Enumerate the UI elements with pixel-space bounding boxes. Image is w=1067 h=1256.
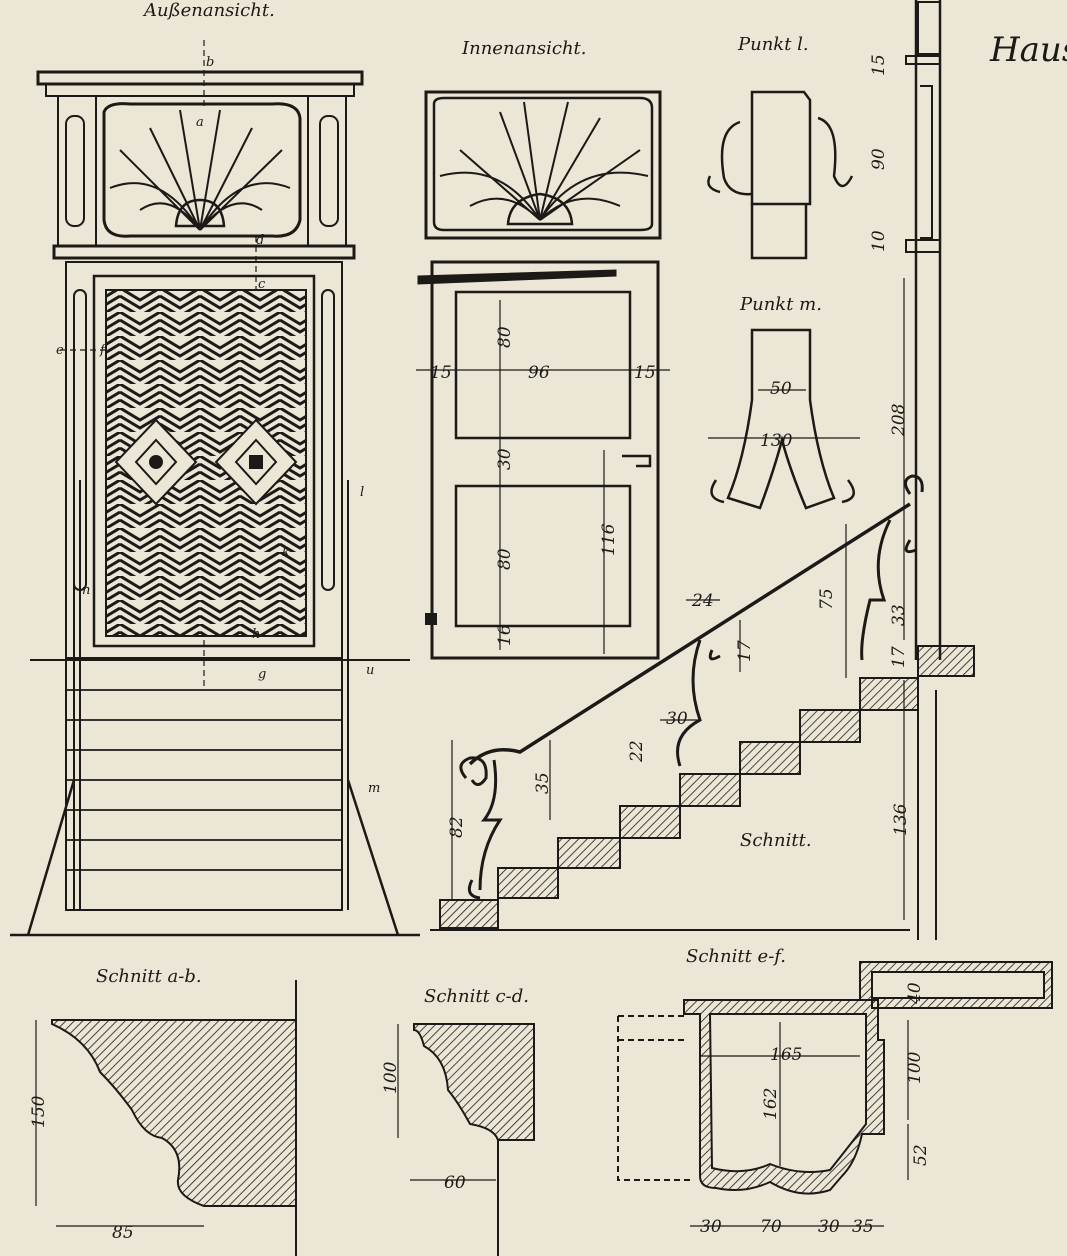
dim-mid-width: 30 <box>666 709 688 729</box>
exterior-view <box>10 40 420 937</box>
title-punkt-m: Punkt m. <box>740 294 822 315</box>
dim-ab-width: 85 <box>112 1223 134 1243</box>
title-haus: Haus <box>990 30 1067 70</box>
dim-inner-width: 96 <box>528 363 550 383</box>
door-letter-d: d <box>256 233 264 248</box>
profile-a-b <box>35 980 297 1256</box>
dim-wall-stair: 136 <box>891 803 911 836</box>
dim-ef-width-inner: 165 <box>770 1045 802 1065</box>
dim-right-height: 75 <box>817 588 837 610</box>
interior-view <box>416 90 670 660</box>
door-letter-b: b <box>206 55 214 70</box>
dim-wall-sill: 10 <box>869 230 889 252</box>
dim-ef-top: 40 <box>905 982 925 1005</box>
profile-c-d <box>397 1023 535 1256</box>
dim-mid-right: 17 <box>735 640 755 662</box>
dim-cd-height: 100 <box>381 1061 401 1094</box>
door-letter-a: a <box>196 115 204 130</box>
dim-mid-left: 22 <box>627 740 647 763</box>
dim-ef-bottom-1: 30 <box>700 1217 722 1237</box>
door-letter-n: n <box>82 583 90 598</box>
dim-handle-height: 116 <box>599 523 619 556</box>
dim-middle: 30 <box>495 448 515 470</box>
door-letter-f: f <box>99 343 107 358</box>
door-letter-l: l <box>360 485 364 500</box>
dim-left-height: 82 <box>447 816 467 838</box>
stair-section <box>430 0 975 940</box>
dim-wall-fanlight: 90 <box>869 148 889 170</box>
dim-ab-height: 150 <box>29 1095 49 1128</box>
door-letter-c: c <box>258 277 266 292</box>
dim-punkt-m-outer: 130 <box>760 431 793 451</box>
dim-wall-door: 208 <box>889 403 909 437</box>
detail-punkt-l <box>707 90 854 260</box>
door-letter-e: e <box>56 343 64 358</box>
title-punkt-l: Punkt l. <box>738 34 809 55</box>
dim-inner-side-right: 15 <box>634 363 656 383</box>
dim-ef-right-lower: 52 <box>911 1144 931 1166</box>
dim-inner-side-left: 15 <box>430 363 452 383</box>
dim-left-scroll: 35 <box>533 772 553 794</box>
title-schnitt-ef: Schnitt e-f. <box>686 946 787 967</box>
dim-wall-top: 15 <box>869 54 889 76</box>
door-letter-u: u <box>366 663 374 678</box>
dim-right-bottom: 17 <box>889 646 909 668</box>
dim-right-small: 33 <box>889 604 909 626</box>
dim-upper-panel: 80 <box>495 326 515 348</box>
profile-e-f <box>617 961 1053 1227</box>
title-schnitt-ab: Schnitt a-b. <box>96 966 202 987</box>
title-schnitt: Schnitt. <box>740 830 812 851</box>
dim-ef-right-upper: 100 <box>905 1051 925 1084</box>
title-schnitt-cd: Schnitt c-d. <box>424 986 529 1007</box>
dim-ef-bottom-2: 70 <box>760 1217 782 1237</box>
door-letter-g: g <box>258 667 266 682</box>
dim-bottom: 16 <box>495 624 515 646</box>
detail-punkt-m <box>708 328 860 510</box>
title-aussenansicht: Außenansicht. <box>144 0 275 21</box>
dim-ef-height-inner: 162 <box>761 1088 781 1120</box>
door-letter-k: k <box>282 545 290 560</box>
dim-lower-panel: 80 <box>495 548 515 570</box>
dim-mid-top: 24 <box>691 591 714 611</box>
dim-ef-bottom-3: 30 <box>818 1217 840 1237</box>
dim-ef-bottom-4: 35 <box>852 1217 874 1237</box>
door-letter-m: m <box>368 781 380 796</box>
dim-cd-width: 60 <box>444 1173 466 1193</box>
dim-punkt-m-inner: 50 <box>770 379 792 399</box>
door-letter-h: h <box>252 627 260 642</box>
title-innenansicht: Innenansicht. <box>462 38 587 59</box>
